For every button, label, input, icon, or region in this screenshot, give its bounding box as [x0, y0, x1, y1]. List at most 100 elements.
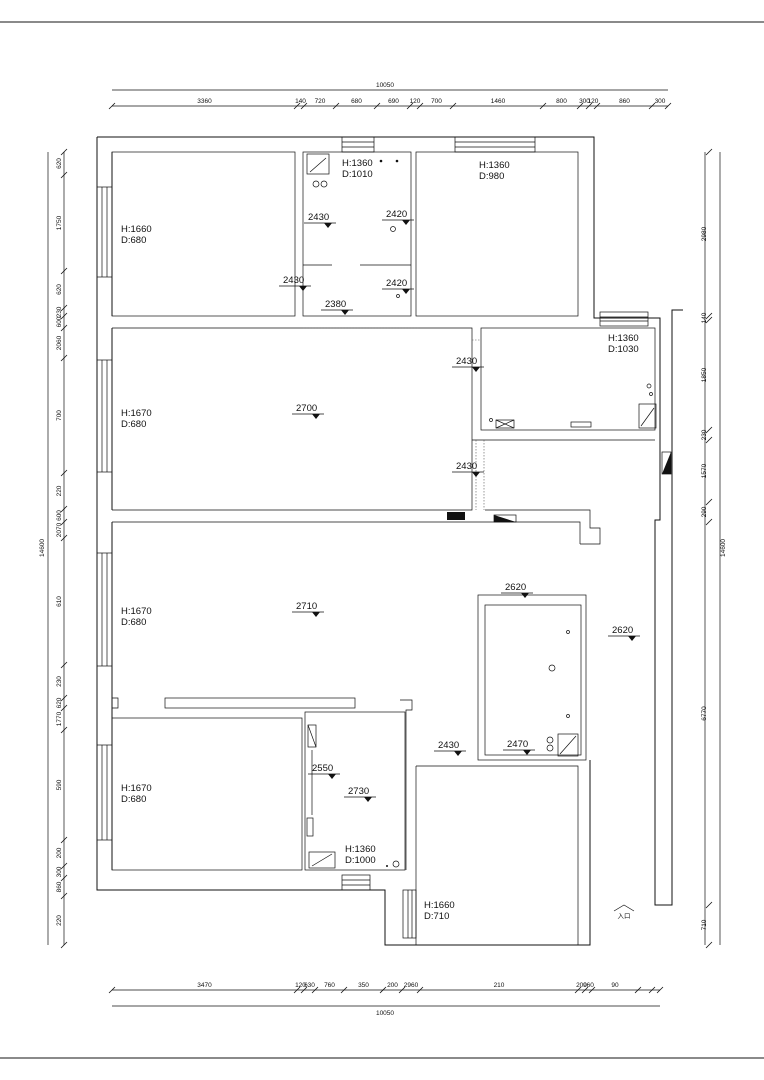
left-segment-dimension: 620 [56, 697, 63, 708]
left-segment-dimension: 200 [56, 847, 63, 858]
right-segment-dimension: 230 [701, 429, 708, 440]
level-value: 2430 [308, 212, 329, 223]
room-depth-label: D:710 [424, 911, 449, 922]
room-labels: H:1660D:680H:1360D:1010H:1360D:980H:1360… [121, 158, 639, 922]
dimension-tick [60, 661, 68, 669]
openings [303, 327, 485, 510]
right-segment-dimension: 6770 [701, 706, 708, 721]
level-marker: 2730 [344, 786, 376, 802]
dimension-tick [406, 102, 414, 110]
left-segment-dimension: 220 [56, 485, 63, 496]
dimension-tick [373, 102, 381, 110]
dimension-tick [60, 312, 68, 320]
room-height-label: H:1670 [121, 783, 152, 794]
dimension-tick [379, 986, 387, 994]
dimension-tick [449, 102, 457, 110]
dimension-tick [705, 436, 713, 444]
room-depth-label: D:1010 [342, 169, 373, 180]
dimension-tick [60, 892, 68, 900]
left-segment-dimension: 700 [56, 410, 63, 421]
level-value: 2730 [348, 786, 369, 797]
top-segment-dimension: 720 [315, 98, 326, 105]
dimension-tick [705, 148, 713, 156]
top-total-dimension: 10050 [376, 82, 394, 89]
dimension-tick [416, 986, 424, 994]
interior-walls [111, 151, 656, 945]
room-height-label: H:1360 [345, 844, 376, 855]
room-height-label: H:1660 [424, 900, 455, 911]
bottom-total-dimension: 10050 [376, 1010, 394, 1017]
dimension-tick [60, 304, 68, 312]
right-segment-dimension: 140 [701, 312, 708, 323]
top-segment-dimension: 3360 [197, 98, 212, 105]
right-segment-dimension: 710 [701, 919, 708, 930]
level-value: 2420 [386, 278, 407, 289]
room-depth-label: D:1030 [608, 344, 639, 355]
dimension-tick [60, 726, 68, 734]
dimension-tick [705, 426, 713, 434]
level-value: 2700 [296, 403, 317, 414]
level-marker: 2430 [279, 275, 311, 291]
level-marker: 2420 [382, 209, 414, 225]
left-segment-dimension: 220 [56, 915, 63, 926]
top-segment-dimension: 300 [655, 98, 666, 105]
top-segment-dimension: 690 [388, 98, 399, 105]
dimension-tick [581, 986, 589, 994]
outer-walls [96, 136, 683, 946]
level-marker: 2420 [382, 278, 414, 294]
dimension-tick [593, 102, 601, 110]
dimension-tick [60, 148, 68, 156]
dimension-lines [47, 89, 721, 1007]
bottom-segment-dimension: 90 [611, 982, 619, 989]
level-marker: 2430 [304, 212, 336, 228]
left-segment-dimension: 860 [56, 881, 63, 892]
dimension-tick [300, 986, 308, 994]
room-height-label: H:1670 [121, 408, 152, 419]
dimension-tick [60, 505, 68, 513]
dimension-tick [300, 102, 308, 110]
bottom-segment-dimension: 630 [304, 982, 315, 989]
level-value: 2550 [312, 763, 333, 774]
level-value: 2620 [612, 625, 633, 636]
left-total-dimension: 14600 [39, 539, 46, 557]
dimension-tick [588, 986, 596, 994]
dimension-tick [332, 102, 340, 110]
left-segment-dimension: 230 [56, 306, 63, 317]
dimension-tick [108, 102, 116, 110]
level-value: 2470 [507, 739, 528, 750]
bottom-segment-dimension: 760 [324, 982, 335, 989]
top-segment-dimension: 800 [556, 98, 567, 105]
left-segment-dimension: 600 [56, 316, 63, 327]
top-segment-dimension: 860 [619, 98, 630, 105]
dimension-tick [60, 267, 68, 275]
bottom-segment-dimension: 200 [387, 982, 398, 989]
dimension-tick [108, 986, 116, 994]
room-height-label: H:1360 [342, 158, 373, 169]
dimension-tick [398, 986, 406, 994]
dimension-tick [648, 102, 656, 110]
dimension-tick [60, 836, 68, 844]
room-depth-label: D:1000 [345, 855, 376, 866]
top-segment-dimension: 140 [295, 98, 306, 105]
room-height-label: H:1360 [608, 333, 639, 344]
left-segment-dimension: 1770 [56, 711, 63, 726]
level-marker: 2620 [608, 625, 640, 641]
top-segment-dimension: 120 [588, 98, 599, 105]
dimension-tick [705, 941, 713, 949]
right-segment-dimension: 290 [701, 506, 708, 517]
room-height-label: H:1660 [121, 224, 152, 235]
top-segment-dimension: 120 [410, 98, 421, 105]
dimension-tick [311, 986, 319, 994]
dimension-tick [340, 986, 348, 994]
level-marker: 2380 [321, 299, 353, 315]
level-marker: 2470 [503, 739, 535, 755]
dimension-tick [705, 316, 713, 324]
room-height-label: H:1360 [479, 160, 510, 171]
left-segment-dimension: 1750 [56, 215, 63, 230]
dimension-tick [634, 986, 642, 994]
level-value: 2420 [386, 209, 407, 220]
